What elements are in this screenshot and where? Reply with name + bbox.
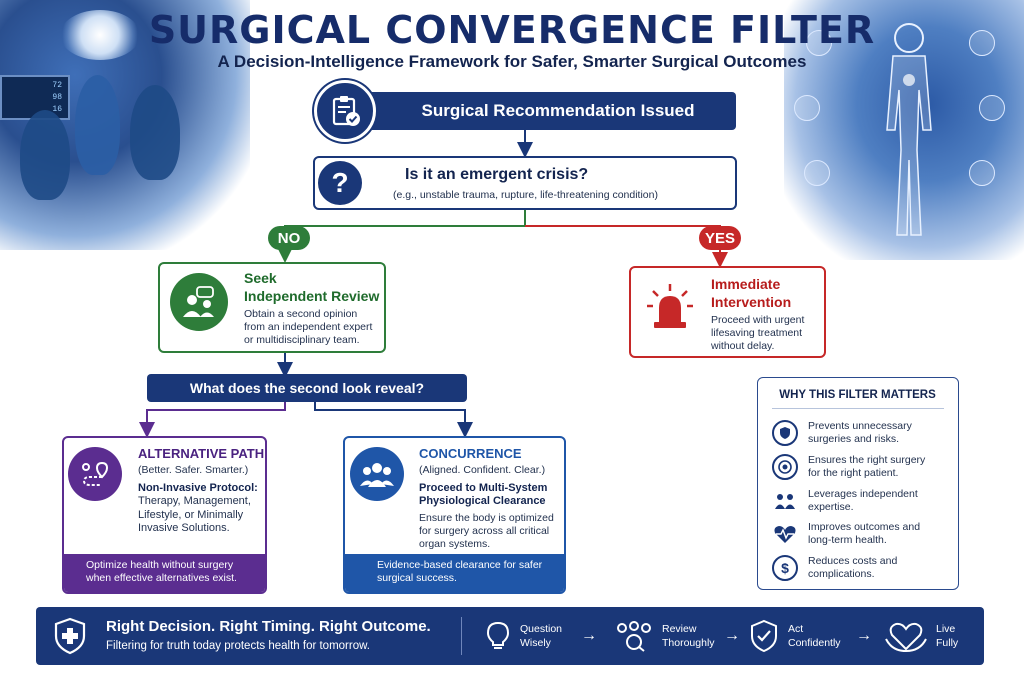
concurrence-footer: Evidence-based clearance for safer surgi… xyxy=(345,554,564,592)
footer-headline: Right Decision. Right Timing. Right Outc… xyxy=(106,618,431,635)
concurrence-tagline: (Aligned. Confident. Clear.) xyxy=(419,464,546,476)
question-title: Is it an emergent crisis? xyxy=(405,166,589,183)
lungs-icon xyxy=(794,95,820,121)
why-title: WHY THIS FILTER MATTERS xyxy=(779,389,936,401)
heartbeat-icon xyxy=(772,521,798,547)
question-node: Is it an emergent crisis? (e.g., unstabl… xyxy=(313,156,737,210)
human-body-icon xyxy=(886,23,932,236)
surgical-lamp xyxy=(60,10,140,60)
alternative-protocol-title: Non-Invasive Protocol: xyxy=(138,482,258,494)
alternative-title: ALTERNATIVE PATH xyxy=(138,446,265,461)
shield-icon xyxy=(772,420,798,446)
alternative-tagline: (Better. Safer. Smarter.) xyxy=(138,464,249,476)
no-branch-badge: NO xyxy=(268,226,310,250)
arrow-right-icon: → xyxy=(581,627,597,644)
concurrence-protocol-title: Proceed to Multi-System Physiological Cl… xyxy=(419,482,548,507)
operating-room-image: 72 98 16 xyxy=(0,0,250,250)
why-panel: WHY THIS FILTER MATTERS Prevents unneces… xyxy=(757,377,959,590)
footer-banner: Right Decision. Right Timing. Right Outc… xyxy=(36,607,984,665)
page-title: SURGICAL CONVERGENCE FILTER xyxy=(148,8,876,52)
alternative-footer: Optimize health without surgery when eff… xyxy=(64,554,265,592)
surgeon-figure xyxy=(130,85,180,180)
team-review-icon xyxy=(617,621,651,652)
start-label: Surgical Recommendation Issued xyxy=(421,101,695,120)
why-item: Ensures the right surgery for the right … xyxy=(772,454,928,480)
why-item: $ Reduces costs and complications. xyxy=(772,555,928,581)
anatomy-image xyxy=(784,0,1024,260)
start-node: Surgical Recommendation Issued xyxy=(350,92,736,130)
kidney-icon xyxy=(979,95,1005,121)
intervention-title-line2: Intervention xyxy=(711,294,792,310)
surgeon-figure xyxy=(20,110,70,200)
arrow-right-icon: → xyxy=(724,627,740,644)
consultation-icon xyxy=(170,273,228,331)
concurrence-protocol-body: Ensure the body is optimized for surgery… xyxy=(419,512,554,550)
question-mark-icon: ? xyxy=(318,161,362,205)
medical-team-icon xyxy=(350,447,404,501)
heart-hands-icon xyxy=(885,622,927,653)
why-item: Leverages independent expertise. xyxy=(772,488,928,514)
review-title-line1: Seek xyxy=(244,270,277,286)
route-pin-icon xyxy=(68,447,122,501)
brain-icon xyxy=(969,160,995,186)
why-item: Improves outcomes and long-term health. xyxy=(772,521,928,547)
arrow-right-icon: → xyxy=(856,627,872,644)
kidney-icon xyxy=(804,160,830,186)
dollar-icon: $ xyxy=(772,555,798,581)
alarm-siren-icon xyxy=(645,282,695,330)
concurrence-title: CONCURRENCE xyxy=(419,446,522,461)
alternative-protocol-body: Therapy, Management, Lifestyle, or Minim… xyxy=(138,495,251,534)
shield-check-icon xyxy=(751,619,777,653)
target-icon xyxy=(772,454,798,480)
heart-icon xyxy=(806,30,832,56)
intervention-title-line1: Immediate xyxy=(711,276,781,292)
page-subtitle: A Decision-Intelligence Framework for Sa… xyxy=(217,52,807,71)
question-detail: (e.g., unstable trauma, rupture, life-th… xyxy=(393,189,658,201)
footer-tagline: Filtering for truth today protects healt… xyxy=(106,640,370,652)
lungs-icon xyxy=(969,30,995,56)
intervention-body: Proceed with urgent lifesaving treatment… xyxy=(711,314,805,352)
lightbulb-icon xyxy=(486,621,510,649)
why-divider xyxy=(772,408,944,409)
surgeon-figure xyxy=(75,75,120,175)
footer-divider xyxy=(461,617,462,655)
second-look-node: What does the second look reveal? xyxy=(147,374,467,402)
shield-plus-icon xyxy=(50,616,90,656)
review-body: Obtain a second opinion from an independ… xyxy=(244,308,373,346)
yes-branch-badge: YES xyxy=(699,226,741,250)
clipboard-check-icon xyxy=(314,80,376,142)
people-icon xyxy=(772,488,798,514)
why-item: Prevents unnecessary surgeries and risks… xyxy=(772,420,928,446)
review-title-line2: Independent Review xyxy=(244,288,380,304)
